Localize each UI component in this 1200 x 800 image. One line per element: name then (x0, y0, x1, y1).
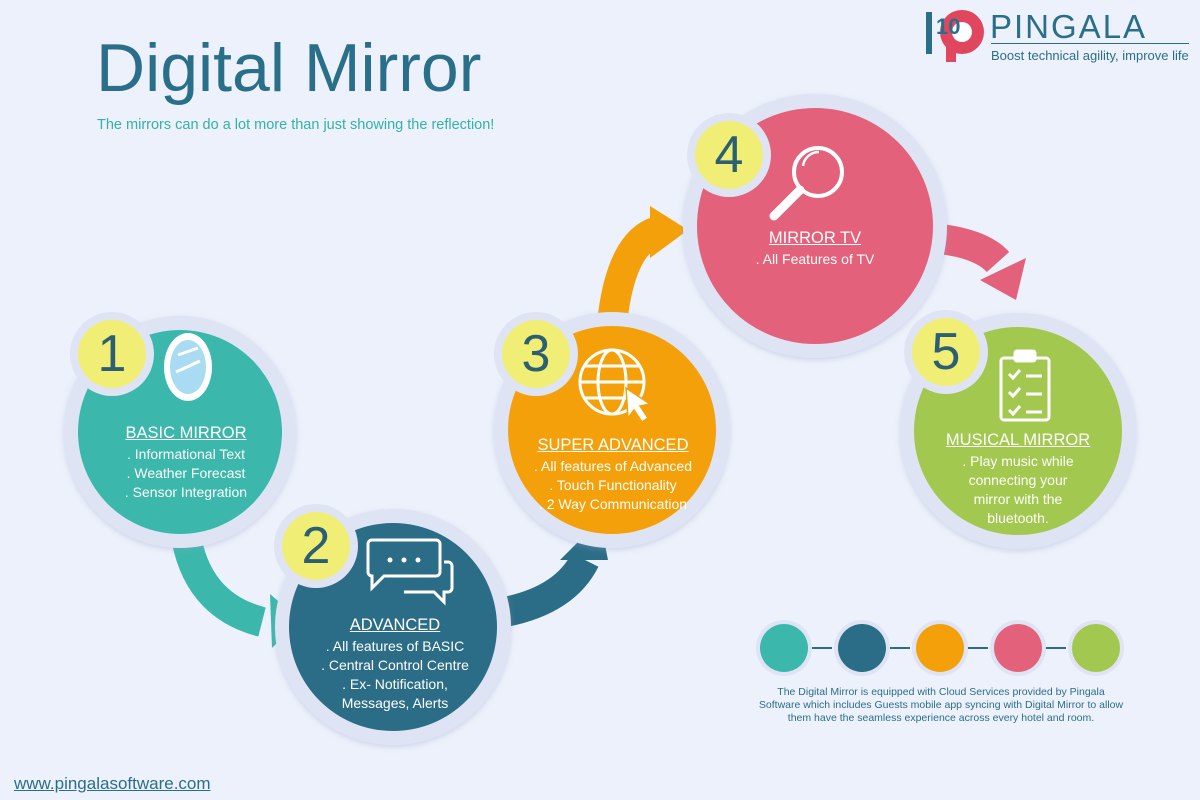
number-badge-4 (687, 113, 771, 197)
logo-mark-number: 10 (936, 14, 960, 39)
step-3-content: SUPER ADVANCED . All features of Advance… (522, 433, 704, 514)
step-5-line-3: mirror with the (973, 491, 1063, 507)
step-2-line-3: . Ex- Notification, (342, 676, 448, 692)
number-badge-1 (70, 312, 154, 396)
step-3-line-2: . Touch Functionality (549, 477, 677, 493)
magnifier-icon (769, 146, 844, 221)
step-2-line-1: . All features of BASIC (325, 638, 465, 654)
step-5-content: MUSICAL MIRROR . Play music while connec… (938, 428, 1098, 528)
step-1-number: 1 (97, 325, 127, 383)
color-palette (756, 620, 1124, 676)
palette-swatch-orange (916, 624, 964, 672)
clipboard-checklist-icon (999, 349, 1051, 422)
website-link[interactable]: www.pingalasoftware.com (14, 774, 211, 793)
page-title: Digital Mirror (96, 30, 482, 106)
cloud-services-note: The Digital Mirror is equipped with Clou… (758, 686, 1124, 724)
step-4-number: 4 (714, 126, 744, 184)
step-5-line-4: bluetooth. (987, 510, 1049, 526)
palette-swatch-dark-blue (838, 624, 886, 672)
arrow-3-to-4 (598, 206, 688, 318)
chat-bubbles-icon (366, 538, 454, 606)
brand-name: PINGALA (990, 8, 1148, 45)
step-2-number: 2 (301, 517, 331, 575)
step-5-line-1: . Play music while (962, 453, 1074, 469)
step-1-content: BASIC MIRROR . Informational Text . Weat… (98, 421, 274, 502)
step-5-title: MUSICAL MIRROR (945, 431, 1091, 449)
globe-cursor-icon (578, 348, 652, 424)
step-3-line-3: . 2 Way Communication (538, 496, 688, 512)
step-2-line-2: . Central Control Centre (321, 657, 469, 673)
step-4-line-1: . All Features of TV (755, 251, 875, 267)
step-4-title: MIRROR TV (768, 229, 862, 247)
number-badge-3 (494, 312, 578, 396)
step-1-line-2: . Weather Forecast (126, 465, 246, 481)
step-2-title: ADVANCED (349, 616, 441, 634)
step-4-content: MIRROR TV . All Features of TV (730, 226, 900, 269)
step-3-title: SUPER ADVANCED (537, 436, 689, 454)
step-1-line-3: . Sensor Integration (124, 484, 248, 500)
palette-swatch-teal (760, 624, 808, 672)
step-2-line-4: Messages, Alerts (341, 695, 449, 711)
step-5-line-2: connecting your (968, 472, 1068, 488)
pingala-logo-icon: 10 (926, 10, 984, 62)
palette-swatch-pink (994, 624, 1042, 672)
step-3-line-1: . All features of Advanced (534, 458, 692, 474)
number-badge-5 (904, 310, 988, 394)
step-1-title: BASIC MIRROR (125, 424, 247, 442)
palette-swatch-green (1072, 624, 1120, 672)
mirror-icon (164, 333, 212, 401)
step-3-number: 3 (521, 325, 551, 383)
page-subtitle: The mirrors can do a lot more than just … (97, 117, 495, 133)
step-2-content: ADVANCED . All features of BASIC . Centr… (305, 613, 485, 713)
brand-tagline: Boost technical agility, improve life (991, 43, 1189, 63)
number-badge-2 (274, 504, 358, 588)
step-5-number: 5 (931, 323, 961, 381)
step-1-line-1: . Informational Text (126, 446, 246, 462)
